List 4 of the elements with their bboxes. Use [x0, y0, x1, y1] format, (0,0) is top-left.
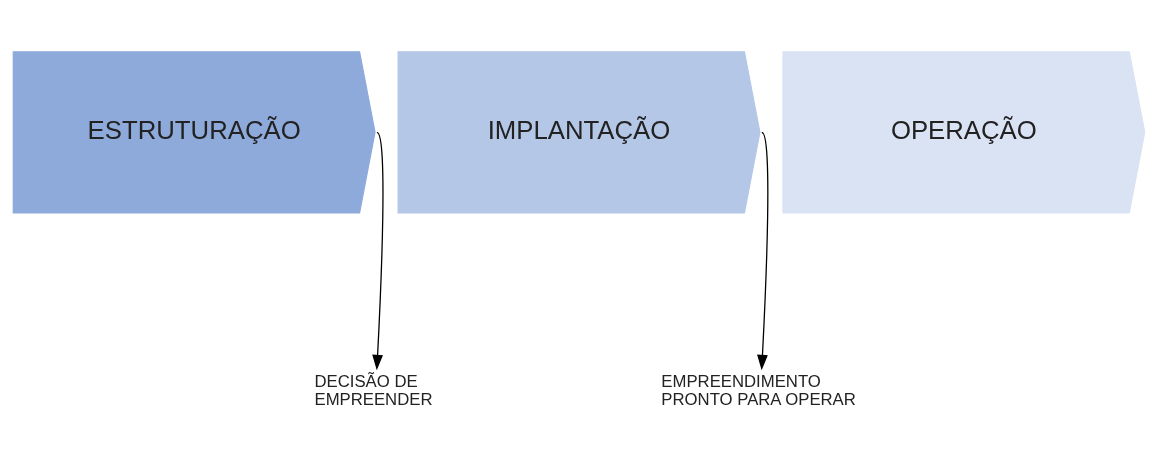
node-text: DECISÃO DE EMPREENDER	[314, 372, 433, 410]
node-text: EMPREENDIMENTO PRONTO PARA OPERAR	[661, 372, 856, 410]
arrow	[372, 131, 384, 371]
arrow	[757, 131, 769, 371]
